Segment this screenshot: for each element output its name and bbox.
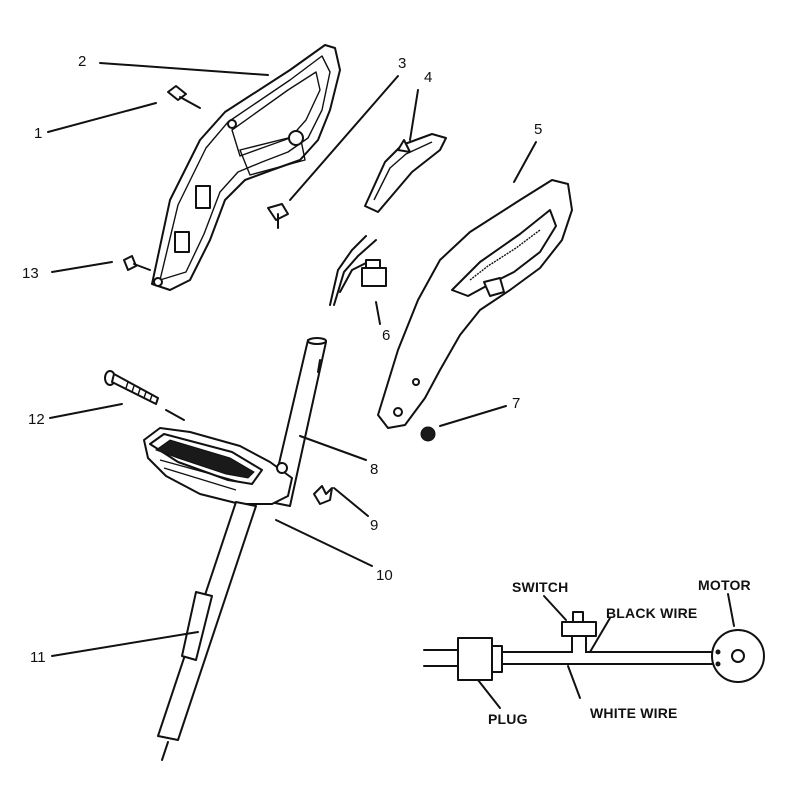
long-bolt xyxy=(104,370,159,405)
handle-nut xyxy=(420,426,436,442)
leader-lines xyxy=(47,62,537,657)
trigger xyxy=(364,133,447,213)
switch-with-wires xyxy=(329,235,387,306)
callout-9: 9 xyxy=(370,517,378,534)
auxiliary-handle xyxy=(143,427,293,505)
callout-numbers: 1 2 3 4 5 6 7 8 9 10 11 12 13 xyxy=(22,53,542,666)
plug-body xyxy=(457,637,493,681)
right-handle-half xyxy=(377,179,573,429)
callout-3: 3 xyxy=(398,55,406,72)
left-handle-half xyxy=(151,44,341,291)
screw-top xyxy=(167,85,201,109)
switch-bracket xyxy=(267,203,289,229)
callout-12: 12 xyxy=(28,411,45,428)
label-switch: SWITCH xyxy=(512,579,568,595)
label-white-wire: WHITE WIRE xyxy=(590,705,678,721)
switch-symbol xyxy=(561,621,597,637)
wing-nut xyxy=(313,485,333,505)
callout-5: 5 xyxy=(534,121,542,138)
callout-10: 10 xyxy=(376,567,393,584)
callout-6: 6 xyxy=(382,327,390,344)
callout-13: 13 xyxy=(22,265,39,282)
callout-4: 4 xyxy=(424,69,432,86)
label-motor: MOTOR xyxy=(698,577,751,593)
callout-8: 8 xyxy=(370,461,378,478)
lower-tube xyxy=(157,501,257,761)
wiring-diagram: SWITCH MOTOR BLACK WIRE WHITE WIRE PLUG xyxy=(423,577,765,727)
label-black-wire: BLACK WIRE xyxy=(606,605,697,621)
callout-11: 11 xyxy=(30,649,46,666)
screw-bottom xyxy=(123,255,151,271)
callout-1: 1 xyxy=(34,125,42,142)
callout-2: 2 xyxy=(78,53,86,70)
label-plug: PLUG xyxy=(488,711,528,727)
callout-7: 7 xyxy=(512,395,520,412)
